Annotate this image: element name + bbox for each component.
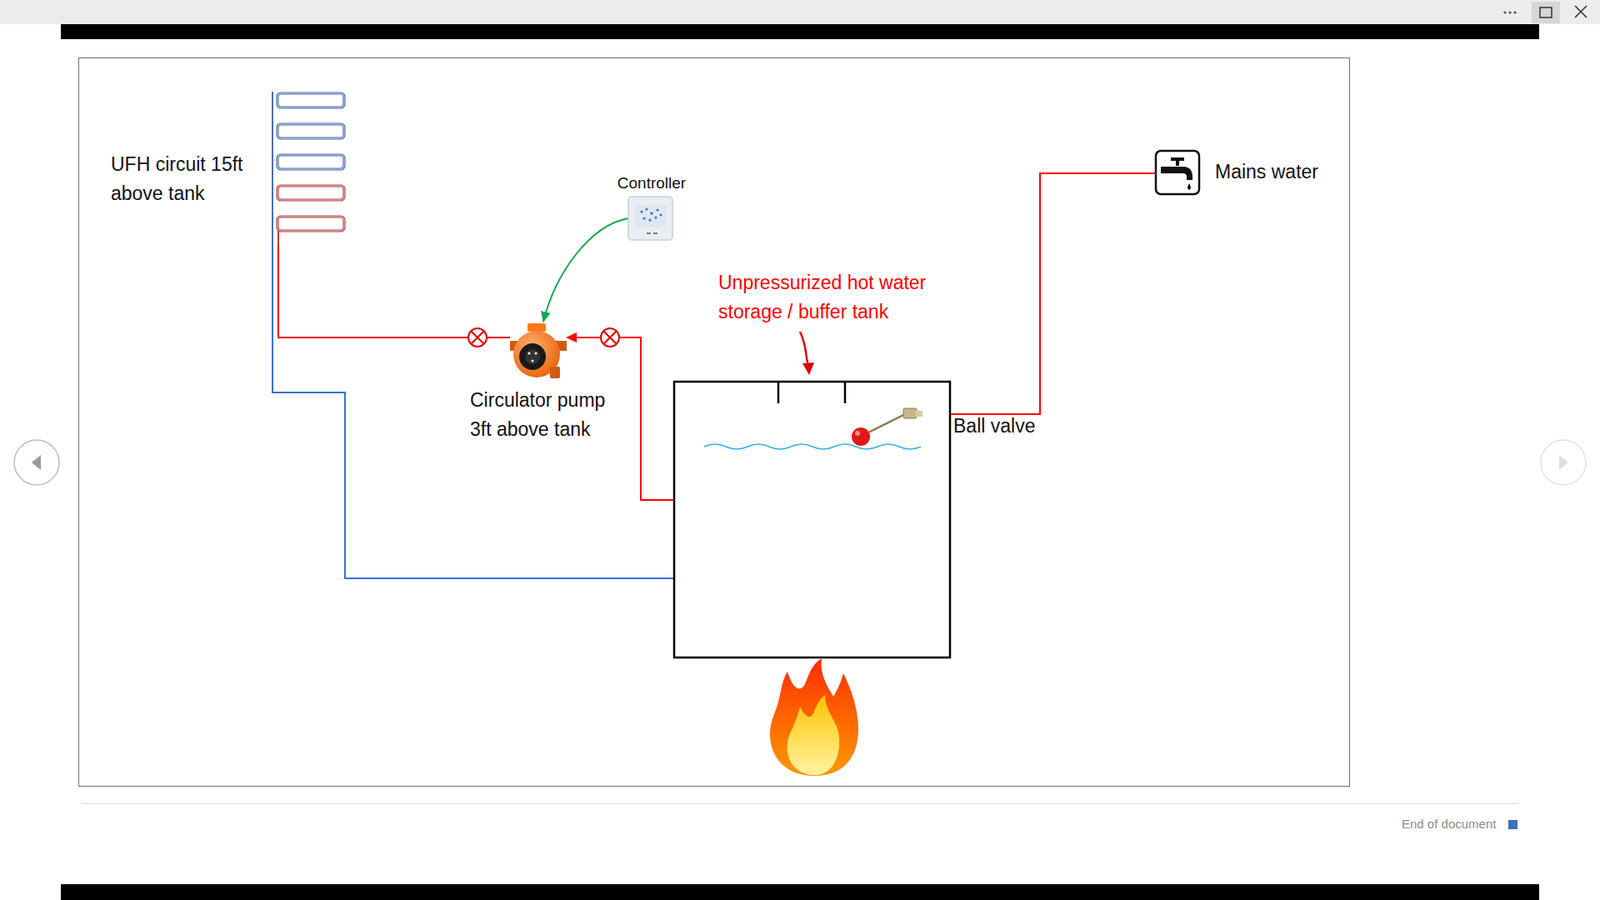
controller-icon (654, 215, 657, 219)
pump-icon (527, 323, 546, 332)
tank-heading: Unpressurized hot water storage / buffer… (718, 268, 960, 326)
ufh-coil (277, 230, 280, 245)
ball-valve (903, 408, 917, 419)
tap-icon (1187, 183, 1191, 190)
ufh-coil (272, 91, 345, 245)
ufh-coil (277, 155, 345, 170)
window-icons (1503, 10, 1506, 14)
window-icons (1503, 1, 1587, 24)
ball-valve (915, 410, 923, 417)
pipe-connector (272, 245, 702, 579)
part-label: Ball valve (953, 415, 1035, 439)
controller-icon (655, 208, 659, 211)
ufh-coil (277, 216, 345, 231)
window-icons (1531, 1, 1560, 24)
ufh-coil (277, 124, 345, 139)
node-label: Circulator pump 3ft above tank (470, 385, 620, 444)
controller-icon (628, 196, 673, 240)
controller-icon (648, 218, 651, 221)
ufh-circuit: UFH circuit 15ft above tank (266, 91, 345, 245)
tank-jacket (674, 381, 950, 658)
node-label: Mains water (1215, 157, 1319, 187)
pipe-connector (922, 173, 1156, 415)
controller-icon (635, 205, 666, 227)
window-icons (1575, 5, 1587, 18)
flame (770, 658, 859, 776)
isolation-valve (600, 328, 620, 347)
ball-valve (851, 408, 923, 446)
water-surface (704, 444, 921, 450)
window-icons (1508, 10, 1511, 14)
flame (770, 658, 859, 776)
ball-valve (863, 414, 905, 435)
pump-icon (510, 323, 567, 379)
ufh-coil (271, 91, 274, 245)
ball-valve (851, 427, 870, 446)
pump-icon (535, 352, 538, 355)
circulator-pump: Circulator pump 3ft above tank (510, 321, 567, 380)
heading-leader (800, 331, 809, 367)
pipe-connector (278, 245, 510, 338)
ufh-coil (277, 155, 345, 170)
ufh-coil (277, 216, 345, 231)
nav-buttons (1540, 440, 1586, 485)
ball-valve (855, 430, 860, 436)
title-strip (0, 0, 1600, 25)
nav-buttons (14, 440, 60, 485)
ufh-coil (277, 185, 345, 200)
heading-leader-head (802, 362, 815, 375)
controller-icon (650, 211, 654, 215)
bottom-bar (60, 884, 1540, 900)
controller-icon (645, 207, 648, 210)
node-label: Controller (601, 171, 702, 196)
pump-icon (525, 349, 540, 365)
tap-icon (1155, 150, 1200, 195)
nav-buttons (1559, 455, 1569, 470)
node-label: UFH circuit 15ft above tank (110, 150, 265, 208)
isolation-valve (468, 328, 487, 347)
nav-buttons (31, 455, 41, 470)
controller-icon (642, 216, 645, 220)
pump-icon (519, 343, 546, 370)
isolation-valve (600, 328, 620, 347)
ufh-coil (277, 124, 345, 139)
mains-water: Mains water (1155, 150, 1200, 195)
isolation-valve (468, 328, 487, 347)
tap-icon (1155, 150, 1200, 195)
ufh-coil (277, 93, 345, 108)
ufh-coil (277, 93, 345, 108)
controller-icon (628, 196, 673, 240)
tap-icon (1175, 160, 1180, 166)
ufh-coil (277, 185, 345, 200)
isolation-valve (470, 330, 485, 345)
controller-icon (640, 210, 643, 213)
pump-icon (531, 360, 535, 363)
end-marker (1508, 820, 1518, 830)
pipe-connector (543, 218, 629, 322)
isolation-valve (603, 330, 617, 345)
window-icons (1513, 10, 1516, 14)
top-bar (60, 24, 1540, 40)
tank-jacket (777, 381, 780, 404)
controller-icon (660, 214, 663, 217)
controller-icon (646, 232, 658, 235)
storage-tank: Unpressurized hot water storage / buffer… (701, 403, 923, 635)
pump-icon (528, 352, 531, 355)
pump-icon (550, 366, 560, 379)
tap-icon (1160, 166, 1193, 180)
pump-icon (513, 330, 560, 378)
window-icons (1540, 7, 1552, 18)
tank-jacket (674, 381, 950, 658)
flame (787, 695, 840, 775)
separator-line (81, 803, 1519, 805)
tank-jacket (844, 381, 847, 404)
controller: Controller (628, 196, 673, 240)
footer-note: End of document (1401, 816, 1496, 832)
